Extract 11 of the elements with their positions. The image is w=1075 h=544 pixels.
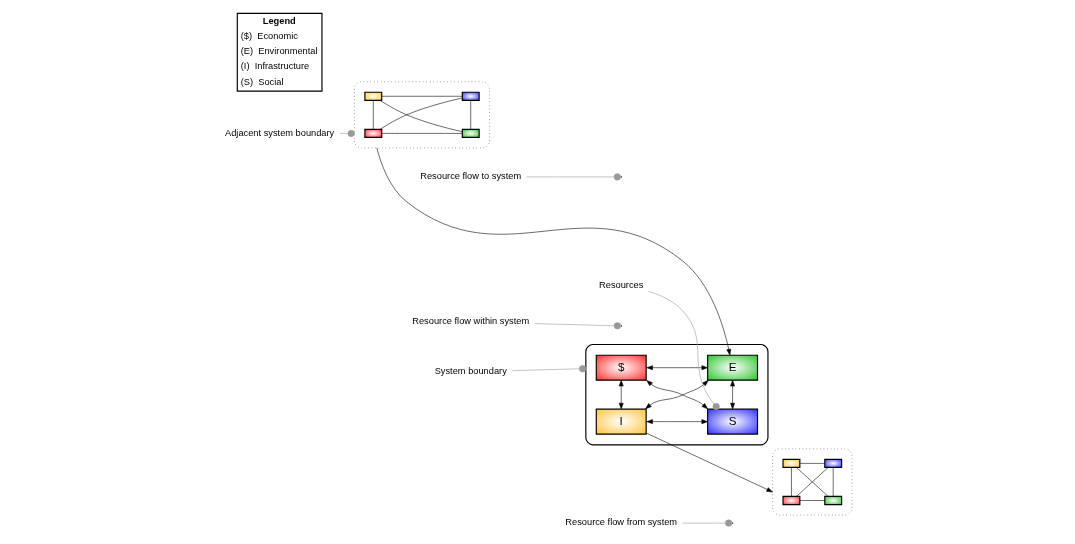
node-text: Resource flow from system: [564, 517, 677, 528]
node-text: Resources: [598, 280, 643, 291]
legend-label: (E) Environmental: [240, 46, 318, 57]
node-text: Resource flow to system: [419, 171, 521, 182]
node-text: Adjacent system boundary: [224, 127, 334, 138]
legend-label: ($) Economic: [240, 31, 298, 42]
label: Legend: [262, 15, 296, 26]
node-text: System boundary: [434, 365, 507, 376]
legend-label: (I) Infrastructure: [240, 61, 309, 72]
node-text: Resource flow within system: [411, 316, 529, 327]
legend-label: (S) Social: [240, 76, 284, 87]
